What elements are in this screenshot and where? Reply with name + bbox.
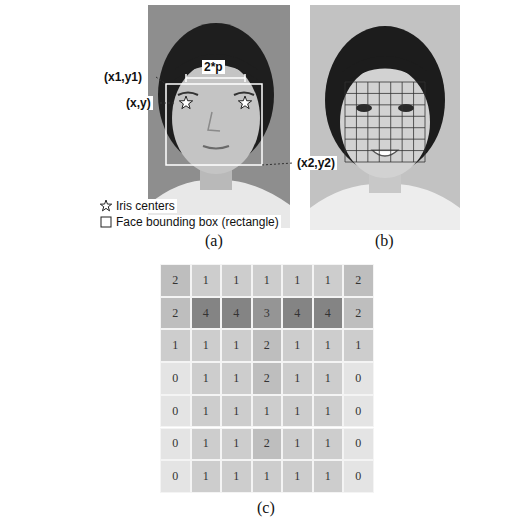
table-cell: 0 xyxy=(343,395,374,428)
subfigure-label: (c) xyxy=(257,499,275,517)
table-cell: 1 xyxy=(191,329,222,362)
legend-rectangle xyxy=(101,217,111,227)
face-grid xyxy=(345,82,425,162)
table-cell: 0 xyxy=(343,460,374,493)
legend-text: Iris centers xyxy=(114,199,177,213)
iris-star xyxy=(179,96,192,109)
iris-distance-marker xyxy=(186,74,245,82)
leader-lines xyxy=(156,77,293,165)
table-cell: 1 xyxy=(191,264,222,297)
table-cell: 1 xyxy=(282,362,313,395)
table-cell: 4 xyxy=(282,297,313,330)
table-cell: 2 xyxy=(252,329,283,362)
subfigure-label: (b) xyxy=(375,232,394,250)
face-photo-b xyxy=(310,5,460,230)
table-cell: 1 xyxy=(282,264,313,297)
coordinate-label: (x,y) xyxy=(124,96,153,110)
table-cell: 4 xyxy=(221,297,252,330)
table-cell: 1 xyxy=(221,362,252,395)
legend-text: Face bounding box (rectangle) xyxy=(114,215,281,229)
table-cell: 1 xyxy=(191,395,222,428)
table-cell: 2 xyxy=(160,297,191,330)
table-cell: 1 xyxy=(313,460,344,493)
table-cell: 1 xyxy=(282,460,313,493)
table-cell: 0 xyxy=(160,362,191,395)
table-cell: 1 xyxy=(282,395,313,428)
table-cell: 2 xyxy=(252,428,283,461)
table-cell: 2 xyxy=(252,362,283,395)
table-cell: 1 xyxy=(313,428,344,461)
iris-star xyxy=(238,96,251,109)
table-cell: 0 xyxy=(160,428,191,461)
table-cell: 1 xyxy=(313,264,344,297)
subfigure-label: (a) xyxy=(205,232,223,250)
table-cell: 1 xyxy=(282,428,313,461)
table-cell: 1 xyxy=(191,428,222,461)
table-cell: 3 xyxy=(252,297,283,330)
table-cell: 4 xyxy=(191,297,222,330)
table-cell: 1 xyxy=(252,395,283,428)
legend-star xyxy=(100,200,111,211)
table-cell: 0 xyxy=(160,460,191,493)
table-cell: 2 xyxy=(343,264,374,297)
table-cell: 1 xyxy=(221,428,252,461)
table-cell: 0 xyxy=(343,362,374,395)
table-cell: 1 xyxy=(313,329,344,362)
coordinate-label: (x2,y2) xyxy=(295,156,337,170)
table-cell: 0 xyxy=(343,428,374,461)
table-cell: 1 xyxy=(160,329,191,362)
table-cell: 0 xyxy=(160,395,191,428)
table-cell: 1 xyxy=(221,329,252,362)
table-cell: 1 xyxy=(221,460,252,493)
table-cell: 1 xyxy=(221,395,252,428)
table-cell: 1 xyxy=(191,362,222,395)
table-cell: 4 xyxy=(313,297,344,330)
table-cell: 1 xyxy=(252,264,283,297)
table-cell: 1 xyxy=(313,395,344,428)
table-cell: 1 xyxy=(221,264,252,297)
face-bounding-box xyxy=(166,84,262,165)
face-photo-a xyxy=(148,5,290,228)
table-cell: 1 xyxy=(282,329,313,362)
coordinate-label: (x1,y1) xyxy=(102,70,144,84)
table-cell: 2 xyxy=(343,297,374,330)
table-cell: 2 xyxy=(160,264,191,297)
table-cell: 1 xyxy=(313,362,344,395)
table-cell: 1 xyxy=(191,460,222,493)
table-cell: 1 xyxy=(343,329,374,362)
table-cell: 1 xyxy=(252,460,283,493)
distance-label: 2*p xyxy=(202,60,225,74)
